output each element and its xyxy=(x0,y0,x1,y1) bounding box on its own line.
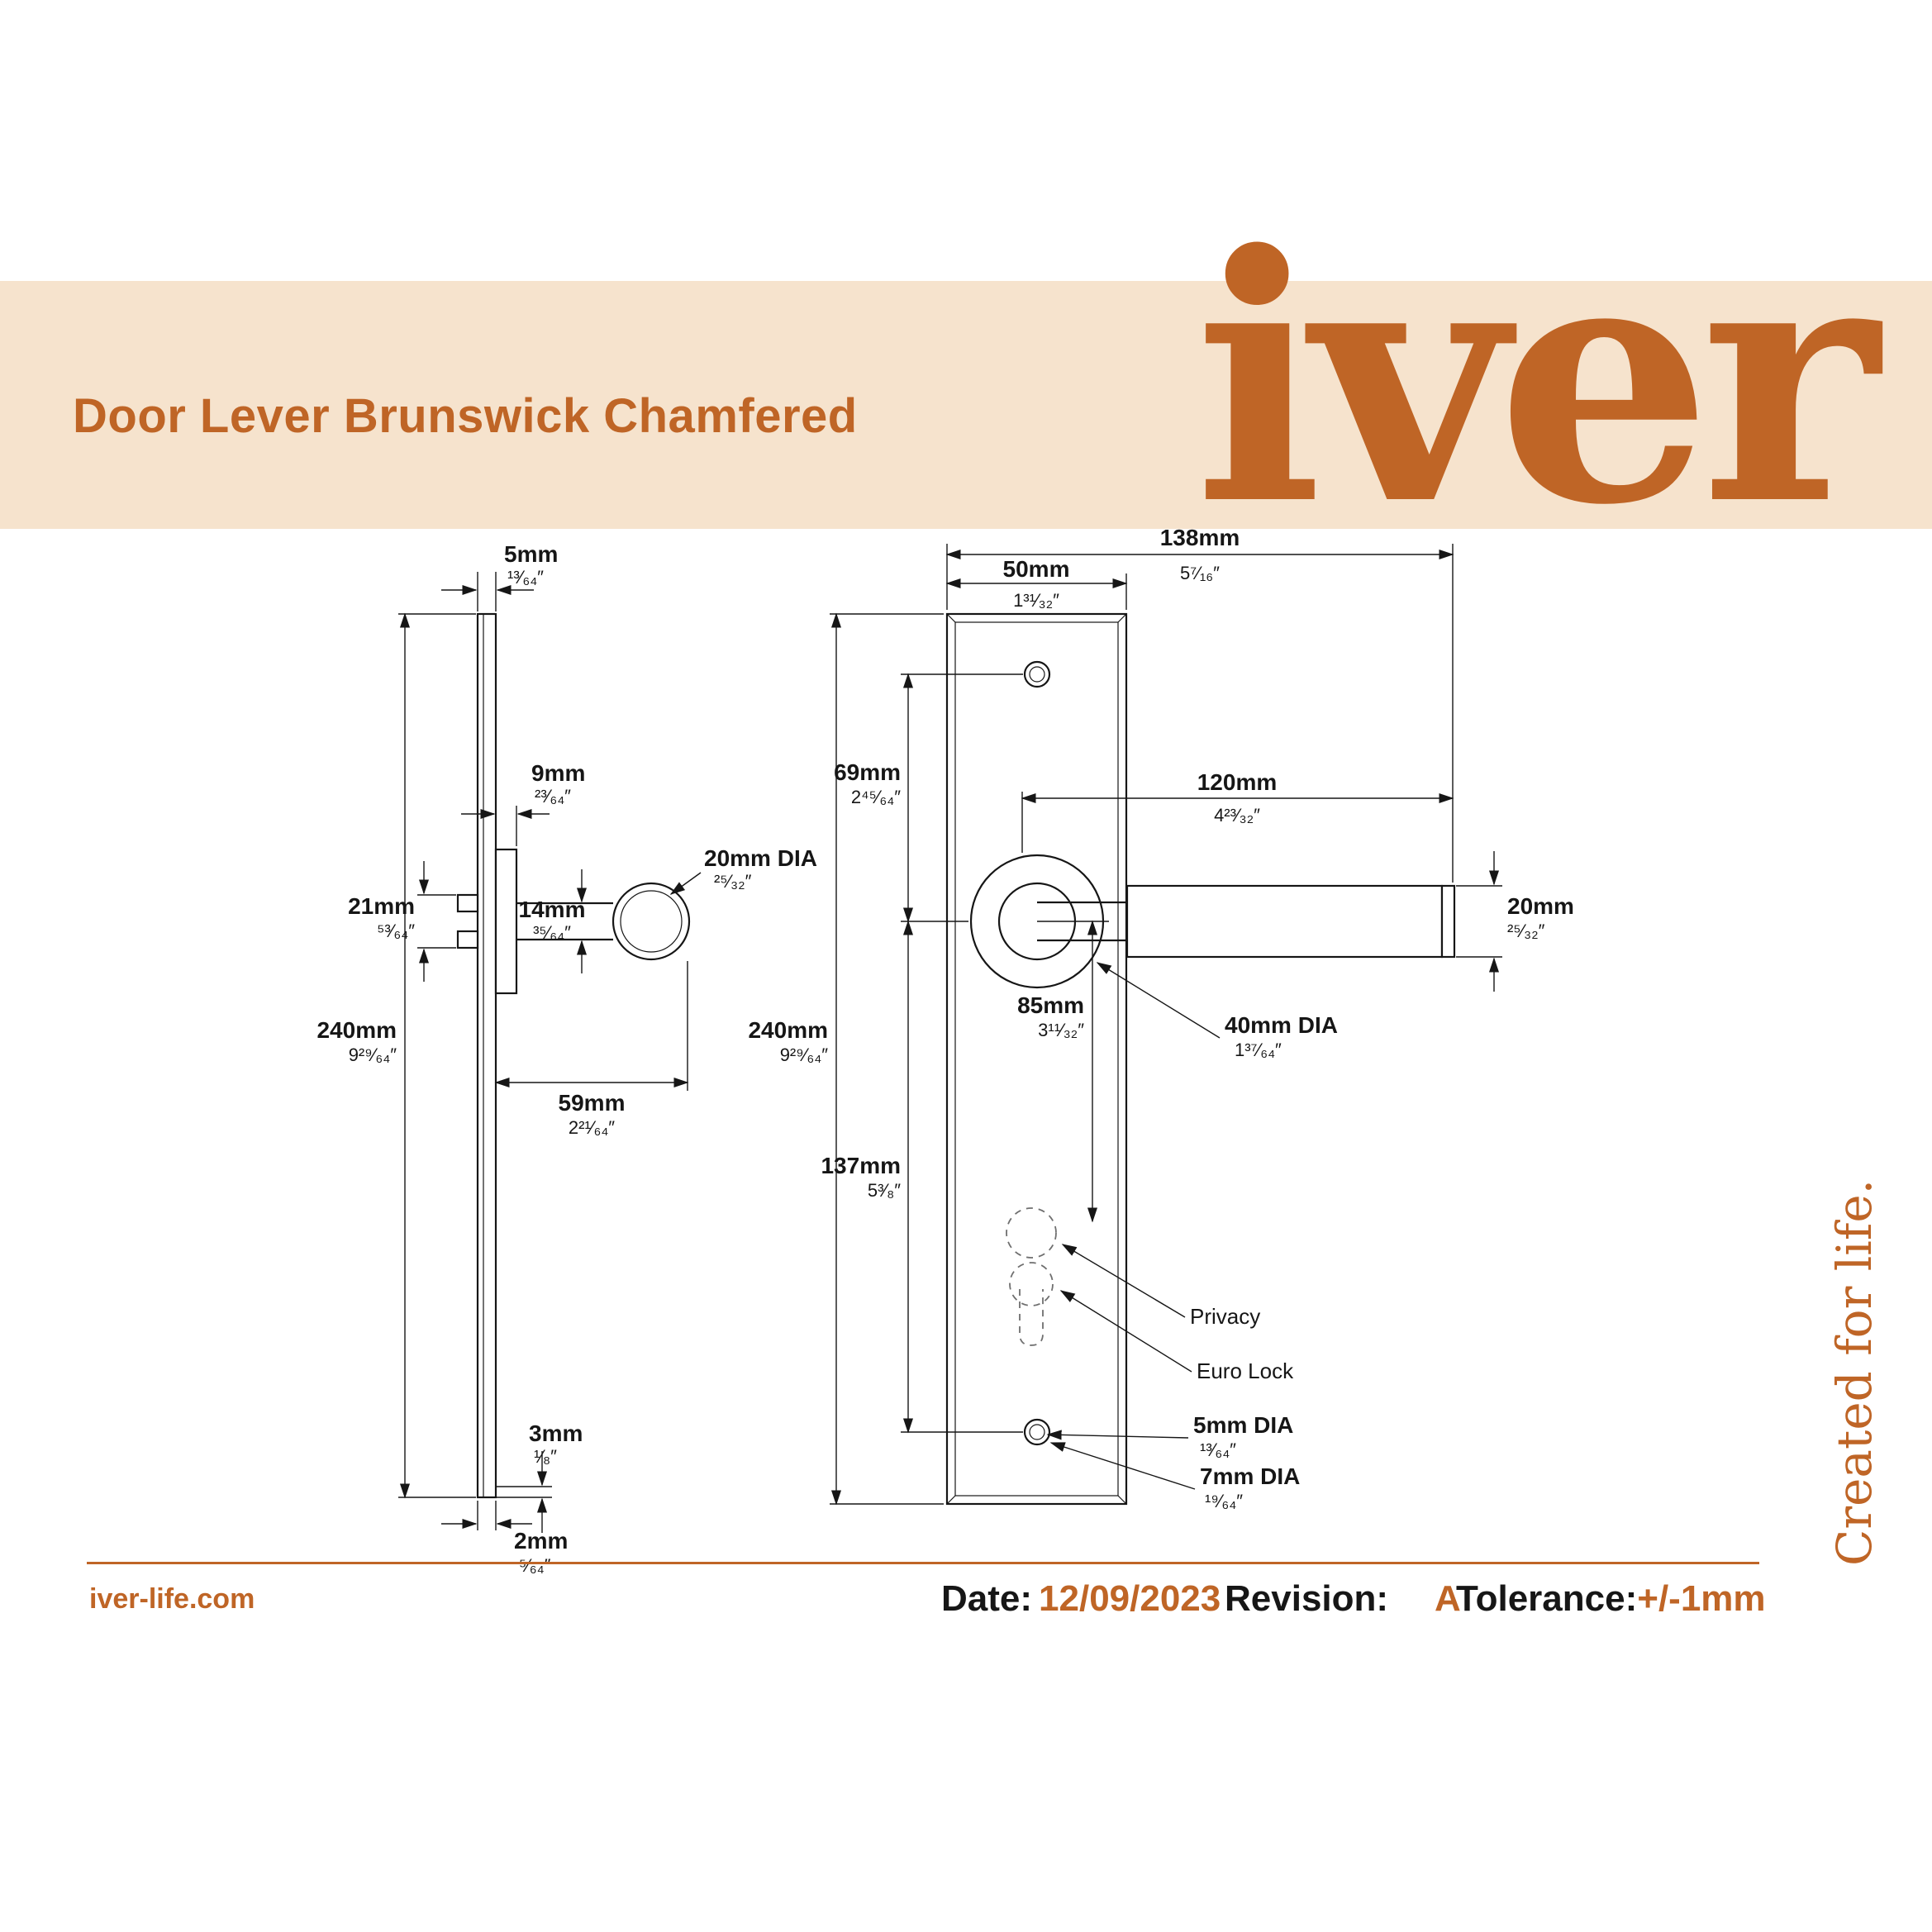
dim-side-edge-thickness: 2mm ⁵⁄₆₄″ xyxy=(441,1501,568,1576)
dim-front-screw-dia-mm: 5mm DIA xyxy=(1193,1412,1293,1438)
dim-side-edge-thickness-in: ⁵⁄₆₄″ xyxy=(519,1555,551,1576)
dim-front-centre-to-keyhole: 85mm 3¹¹⁄₃₂″ xyxy=(1017,920,1109,1223)
dim-front-plate-width-mm: 50mm xyxy=(1003,556,1070,582)
front-grip-endcap xyxy=(1440,884,1456,959)
dim-front-overall-width-mm: 138mm xyxy=(1160,525,1240,550)
dim-side-thickness-mm: 5mm xyxy=(504,541,558,567)
dim-front-screw-to-centre-in: 2⁴⁵⁄₆₄″ xyxy=(851,787,901,807)
front-view: 138mm 5⁷⁄₁₆″ 50mm 1³¹⁄₃₂″ 69mm 2⁴⁵⁄₆₄″ xyxy=(748,525,1573,1511)
dim-front-screw-dia-in: ¹³⁄₆₄″ xyxy=(1200,1439,1236,1460)
dim-side-projection-in: 2²¹⁄₆₄″ xyxy=(569,1117,615,1138)
dim-front-lever-length-mm: 120mm xyxy=(1197,769,1278,795)
side-view: 240mm 9²⁹⁄₆₄″ 5mm ¹³⁄₆₄″ 9mm ²³⁄₆₄″ xyxy=(316,541,816,1576)
dim-front-lever-length: 120mm 4²³⁄₃₂″ xyxy=(1021,769,1454,853)
revision-field: Revision: A xyxy=(1225,1578,1461,1620)
dim-front-centre-to-screw-in: 5³⁄₈″ xyxy=(868,1180,901,1201)
front-top-screw-hole xyxy=(1023,660,1051,688)
side-lever-neck xyxy=(516,902,613,941)
dim-front-screw-to-centre-mm: 69mm xyxy=(834,759,901,785)
revision-value: A xyxy=(1435,1578,1461,1619)
dim-side-fixing: 21mm ⁵³⁄₆₄″ xyxy=(348,861,456,982)
dim-side-neck-mm: 14mm xyxy=(519,897,586,922)
dim-side-projection: 59mm 2²¹⁄₆₄″ xyxy=(494,961,689,1138)
side-plate xyxy=(476,612,497,1499)
dim-side-edge-thickness-mm: 2mm xyxy=(514,1528,568,1554)
tagline-vertical: Created for life. xyxy=(1826,1178,1882,1566)
front-privacy-turn xyxy=(1006,1207,1057,1259)
dim-side-neck-in: ³⁵⁄₆₄″ xyxy=(533,922,571,943)
revision-label: Revision: xyxy=(1225,1578,1389,1619)
dim-side-edge-depth-mm: 3mm xyxy=(529,1420,583,1446)
dim-side-projection-mm: 59mm xyxy=(559,1090,626,1116)
label-euro-lock: Euro Lock xyxy=(1059,1290,1294,1383)
dim-side-thickness: 5mm ¹³⁄₆₄″ xyxy=(441,541,558,611)
dim-front-overall-width-in: 5⁷⁄₁₆″ xyxy=(1180,563,1220,583)
side-fixing-tab-bottom xyxy=(456,930,479,949)
dim-side-grip-dia-mm: 20mm DIA xyxy=(704,845,817,871)
dim-side-height: 240mm 9²⁹⁄₆₄″ xyxy=(316,612,476,1499)
date-label: Date: xyxy=(941,1578,1033,1619)
dim-side-neck: 14mm ³⁵⁄₆₄″ xyxy=(519,869,588,973)
dim-front-rose-dia-mm: 40mm DIA xyxy=(1225,1012,1338,1038)
dim-side-edge-depth: 3mm ¹⁄₈″ xyxy=(496,1420,583,1533)
footer-divider xyxy=(87,1562,1759,1564)
dim-front-plate-width: 50mm 1³¹⁄₃₂″ xyxy=(945,556,1128,611)
dim-front-height-in: 9²⁹⁄₆₄″ xyxy=(780,1045,829,1065)
dim-side-grip-dia: 20mm DIA ²⁵⁄₃₂″ xyxy=(669,845,817,895)
dim-front-hole-dia-mm: 7mm DIA xyxy=(1200,1463,1300,1489)
tolerance-label: Tolerance: xyxy=(1456,1578,1638,1619)
dim-side-boss-mm: 9mm xyxy=(531,760,585,786)
dim-front-centre-to-screw: 137mm 5³⁄₈″ xyxy=(821,920,1023,1434)
dim-side-grip-dia-in: ²⁵⁄₃₂″ xyxy=(714,871,752,892)
side-fixing-tab-top xyxy=(456,893,479,913)
dim-side-height-in: 9²⁹⁄₆₄″ xyxy=(349,1045,397,1065)
front-lever xyxy=(1037,884,1456,959)
side-rose-boss xyxy=(494,848,518,995)
tolerance-value: +/-1mm xyxy=(1637,1578,1766,1619)
iver-logo: iver xyxy=(1194,181,1879,579)
dim-front-rose-dia-in: 1³⁷⁄₆₄″ xyxy=(1235,1040,1282,1060)
dim-front-grip-dia-mm: 20mm xyxy=(1507,893,1574,919)
dim-side-edge-depth-in: ¹⁄₈″ xyxy=(534,1446,557,1467)
dim-side-thickness-in: ¹³⁄₆₄″ xyxy=(507,567,544,588)
dim-side-height-mm: 240mm xyxy=(316,1017,397,1043)
dim-side-fixing-mm: 21mm xyxy=(348,893,415,919)
dim-front-rose-dia: 40mm DIA 1³⁷⁄₆₄″ xyxy=(1096,962,1338,1060)
dim-front-hole-dia-in: ¹⁹⁄₆₄″ xyxy=(1205,1491,1243,1511)
dim-side-fixing-in: ⁵³⁄₆₄″ xyxy=(377,921,415,941)
dim-front-centre-to-screw-mm: 137mm xyxy=(821,1153,901,1178)
front-euro-lock xyxy=(1009,1262,1054,1346)
date-value: 12/09/2023 xyxy=(1039,1578,1221,1619)
front-grip-knurled xyxy=(1125,884,1444,959)
tolerance-field: Tolerance: +/-1mm xyxy=(1456,1578,1766,1620)
date-field: Date: 12/09/2023 xyxy=(941,1578,1221,1620)
dim-front-centre-to-keyhole-in: 3¹¹⁄₃₂″ xyxy=(1038,1020,1084,1040)
dim-front-height: 240mm 9²⁹⁄₆₄″ xyxy=(748,612,944,1506)
dim-front-hole-dia: 7mm DIA ¹⁹⁄₆₄″ xyxy=(1049,1442,1300,1511)
dim-front-plate-width-in: 1³¹⁄₃₂″ xyxy=(1013,590,1059,611)
dim-front-lever-length-in: 4²³⁄₃₂″ xyxy=(1214,805,1260,826)
dim-front-overall-width: 138mm 5⁷⁄₁₆″ xyxy=(945,525,1454,883)
header-band xyxy=(0,281,1932,529)
side-grip-circle xyxy=(611,882,691,961)
label-privacy-text: Privacy xyxy=(1190,1304,1260,1329)
dim-front-height-mm: 240mm xyxy=(748,1017,828,1043)
dim-side-boss: 9mm ²³⁄₆₄″ xyxy=(461,760,585,846)
dim-front-grip-dia: 20mm ²⁵⁄₃₂″ xyxy=(1456,851,1574,992)
front-bottom-screw-hole xyxy=(1023,1418,1051,1446)
label-privacy: Privacy xyxy=(1061,1244,1260,1329)
dim-front-centre-to-keyhole-mm: 85mm xyxy=(1017,992,1084,1018)
label-euro-lock-text: Euro Lock xyxy=(1197,1359,1294,1383)
dim-front-grip-dia-in: ²⁵⁄₃₂″ xyxy=(1507,921,1545,941)
website-link[interactable]: iver-life.com xyxy=(89,1583,255,1615)
dim-side-boss-in: ²³⁄₆₄″ xyxy=(535,786,571,807)
dim-front-screw-dia: 5mm DIA ¹³⁄₆₄″ xyxy=(1046,1412,1293,1460)
page-title: Door Lever Brunswick Chamfered xyxy=(73,389,858,443)
front-backplate xyxy=(945,612,1128,1506)
